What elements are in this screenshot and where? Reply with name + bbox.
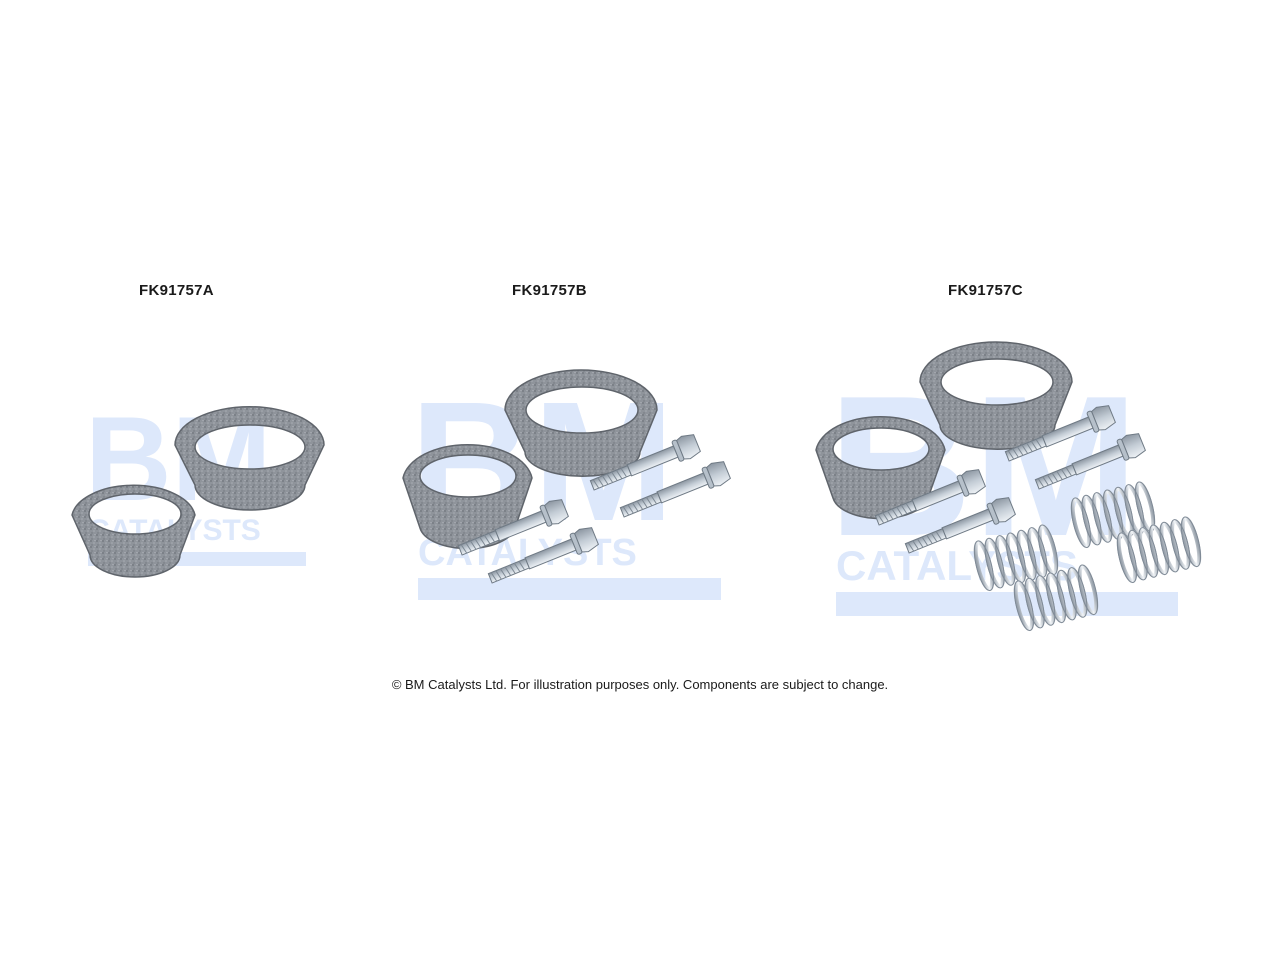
gasket-large [174, 406, 325, 511]
gasket-small [71, 484, 196, 578]
kit-c-code: FK91757C [948, 282, 1023, 299]
copyright-notice: © BM Catalysts Ltd. For illustration pur… [391, 677, 889, 692]
kit-c-parts [815, 341, 1207, 635]
gasket-small [815, 415, 946, 520]
kit-b-code: FK91757B [512, 282, 587, 299]
gasket-large [919, 341, 1073, 450]
gasket-small [402, 443, 533, 550]
kit-b-parts [402, 369, 732, 590]
gasket-large [504, 369, 658, 477]
watermark-b: BM CATALYSTS [410, 367, 721, 600]
kit-a-parts [71, 406, 325, 578]
kit-a-code: FK91757A [139, 282, 214, 299]
